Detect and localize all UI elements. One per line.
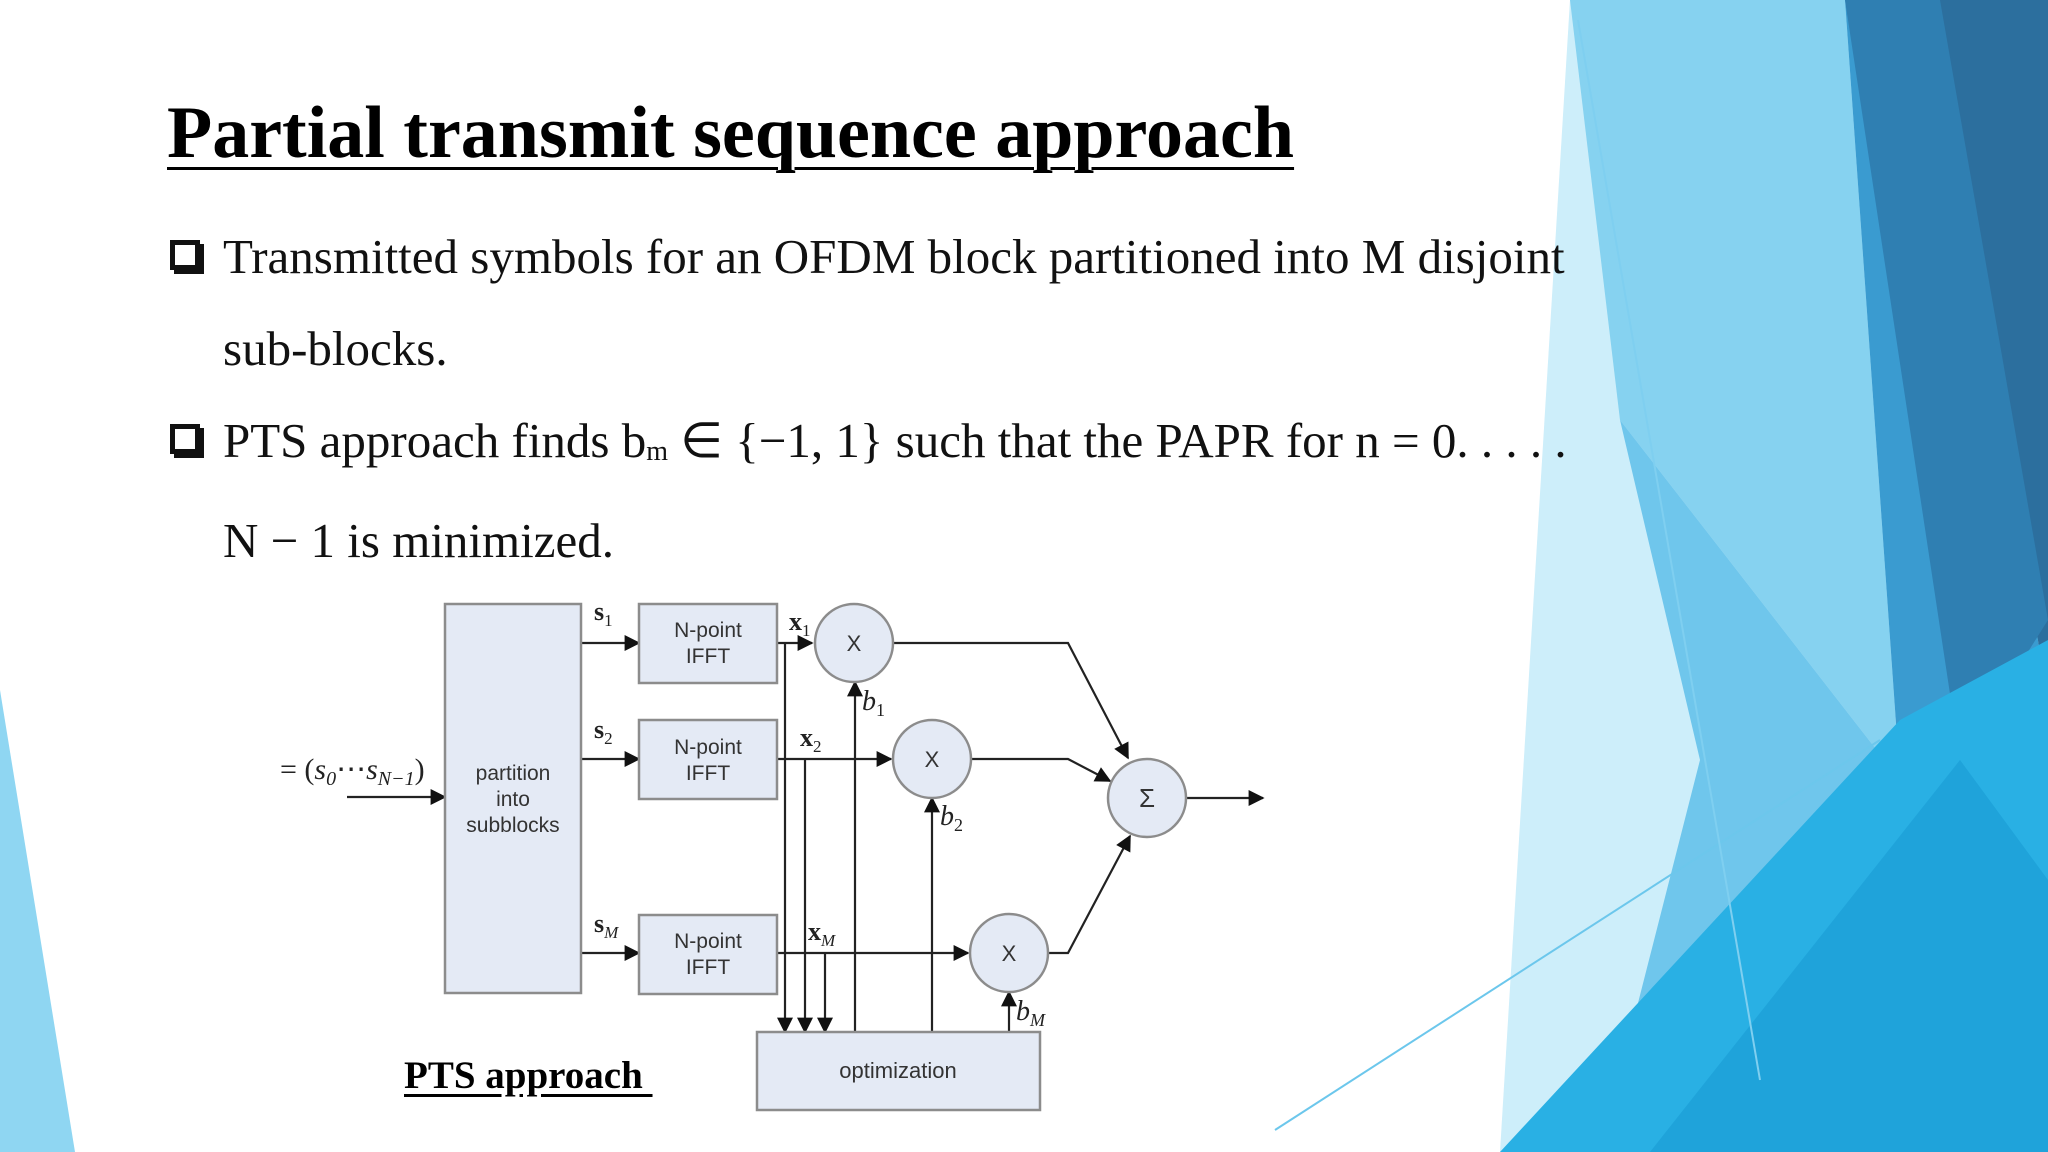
multiplier-2-symbol: X [925,747,940,772]
sM-label: sM [594,909,619,942]
bullet-2-pre: PTS approach finds b [223,413,647,468]
s1-label: s1 [594,597,613,630]
input-sub-N: N−1 [377,768,415,790]
checkbox-bullet-icon [170,424,200,454]
b2-label: b2 [940,801,963,835]
partition-label-3: subblocks [466,814,559,837]
ifft-M-line-2: IFFT [686,956,730,979]
x2-label: x2 [800,723,822,756]
ifft-M-line-1: N-point [674,930,742,953]
input-sequence-label: = (s0⋯sN−1) [280,753,425,790]
facet-left-bottom [0,690,75,1152]
multiplier-1 [813,602,895,684]
diagram-caption: PTS approach [404,1054,653,1097]
ifft-block-2 [637,718,779,801]
ifft-block-M [637,913,779,996]
partition-label-2: into [496,788,530,811]
input-sub-0: 0 [326,768,336,790]
slide-title: Partial transmit sequence approach [167,92,1295,174]
y1-to-sum [893,641,1129,760]
facet-right-sky [1570,0,1900,780]
optimization-label: optimization [839,1058,956,1083]
summation-symbol: Σ [1139,783,1155,813]
summation-node [1106,757,1188,839]
multiplier-1-symbol: X [847,631,862,656]
bullet-2-text: PTS approach finds bm ∈ {−1, 1} such tha… [223,395,1607,587]
ifft-1-line-2: IFFT [686,645,730,668]
partition-block [443,602,583,995]
b1-label: b1 [862,686,885,720]
facet-right-dark2 [1845,0,2048,760]
partition-label-1: partition [476,762,551,785]
multiplier-2 [891,718,973,800]
input-prefix: = [280,753,297,786]
bullet-2-sub: m [646,436,669,467]
facet-bottom-bright2 [1650,760,2048,1152]
optimization-block [755,1030,1042,1112]
bM-label: bM [1016,996,1046,1030]
ifft-2-line-2: IFFT [686,762,730,785]
x1-label: x1 [789,607,811,640]
xM-label: xM [808,917,836,950]
input-dots: ⋯ [336,753,366,786]
thin-line-1 [1274,739,1881,1131]
s2-label: s2 [594,715,613,748]
input-sN: s [366,753,378,786]
yM-to-sum [1049,834,1131,955]
bullet-2: PTS approach finds bm ∈ {−1, 1} such tha… [167,395,1607,587]
ifft-2-line-1: N-point [674,736,742,759]
multiplier-M-symbol: X [1002,941,1017,966]
input-s0: s [314,753,326,786]
checkbox-bullet-icon [170,240,200,270]
bullet-1-text: Transmitted symbols for an OFDM block pa… [223,229,1565,376]
bullet-1: Transmitted symbols for an OFDM block pa… [167,211,1607,395]
multiplier-M [968,912,1050,994]
bullet-2-post: ∈ {−1, 1} such that the PAPR for n = 0. … [223,413,1567,568]
y2-to-sum [971,757,1112,782]
thin-line-2 [1577,19,1761,1081]
ifft-1-line-1: N-point [674,619,742,642]
ifft-block-1 [637,602,779,685]
